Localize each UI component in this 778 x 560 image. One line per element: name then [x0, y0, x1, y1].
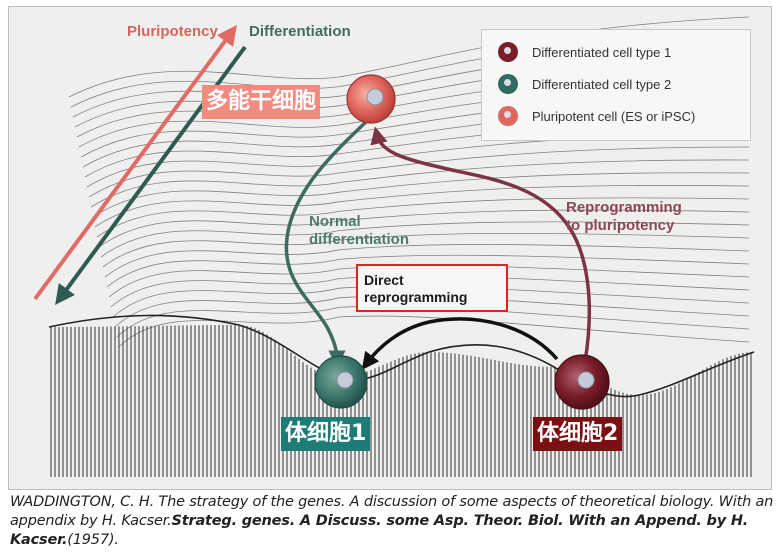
legend: Differentiated cell type 1 Differentiate…: [481, 29, 751, 141]
caption-part1: WADDINGTON, C. H. The strategy of the ge…: [10, 494, 774, 529]
normal-differentiation-path: [284, 117, 371, 368]
landscape-front-hatching: [50, 325, 752, 477]
legend-label: Differentiated cell type 1: [532, 44, 672, 60]
direct-reprogramming-path: [361, 317, 559, 370]
caption-part2: (1957).: [67, 532, 119, 548]
legend-label: Pluripotent cell (ES or iPSC): [532, 108, 696, 124]
pluripotency-arrow: [33, 24, 237, 301]
reprog-label-line2: to pluripotency: [566, 217, 675, 234]
somatic-cell-2-cn-label: 体细胞2: [533, 417, 623, 451]
pluripotent-cell-cn-label: 多能干细胞: [202, 85, 321, 119]
caption-bold: Strateg. genes. A Discuss. some Asp. The…: [10, 513, 749, 548]
pluripotency-label: Pluripotency: [127, 23, 218, 40]
figure-caption: WADDINGTON, C. H. The strategy of the ge…: [10, 493, 776, 550]
reprogramming-path: [370, 126, 592, 363]
direct-label-line1: Direct: [364, 272, 404, 288]
pluripotent-cell: [346, 74, 396, 124]
direct-reprogramming-box: [356, 264, 508, 312]
normal-label-line2: differentiation: [309, 231, 409, 248]
legend-dot-type2: [498, 74, 518, 94]
legend-dot-type1: [498, 42, 518, 62]
cell-type-2: [314, 355, 368, 409]
legend-label: Differentiated cell type 2: [532, 76, 672, 92]
somatic-cell-1-cn-label: 体细胞1: [281, 417, 371, 451]
cell-type-1: [554, 354, 610, 410]
legend-item: Differentiated cell type 2: [498, 72, 671, 96]
waddington-landscape-figure: Pluripotency Differentiation Normal diff…: [8, 6, 772, 490]
direct-label-line2: reprogramming: [364, 289, 468, 305]
direct-reprogramming-label: Direct reprogramming: [364, 272, 467, 306]
differentiation-label: Differentiation: [249, 23, 351, 40]
legend-item: Differentiated cell type 1: [498, 40, 671, 64]
legend-dot-pluripotent: [498, 106, 518, 126]
reprog-label-line1: Reprogramming: [566, 199, 682, 216]
normal-label-line1: Normal: [309, 213, 361, 230]
legend-item: Pluripotent cell (ES or iPSC): [498, 104, 695, 128]
landscape-silhouette: [48, 314, 755, 398]
normal-differentiation-label: Normal differentiation: [309, 213, 409, 249]
reprogramming-label: Reprogramming to pluripotency: [566, 199, 682, 235]
